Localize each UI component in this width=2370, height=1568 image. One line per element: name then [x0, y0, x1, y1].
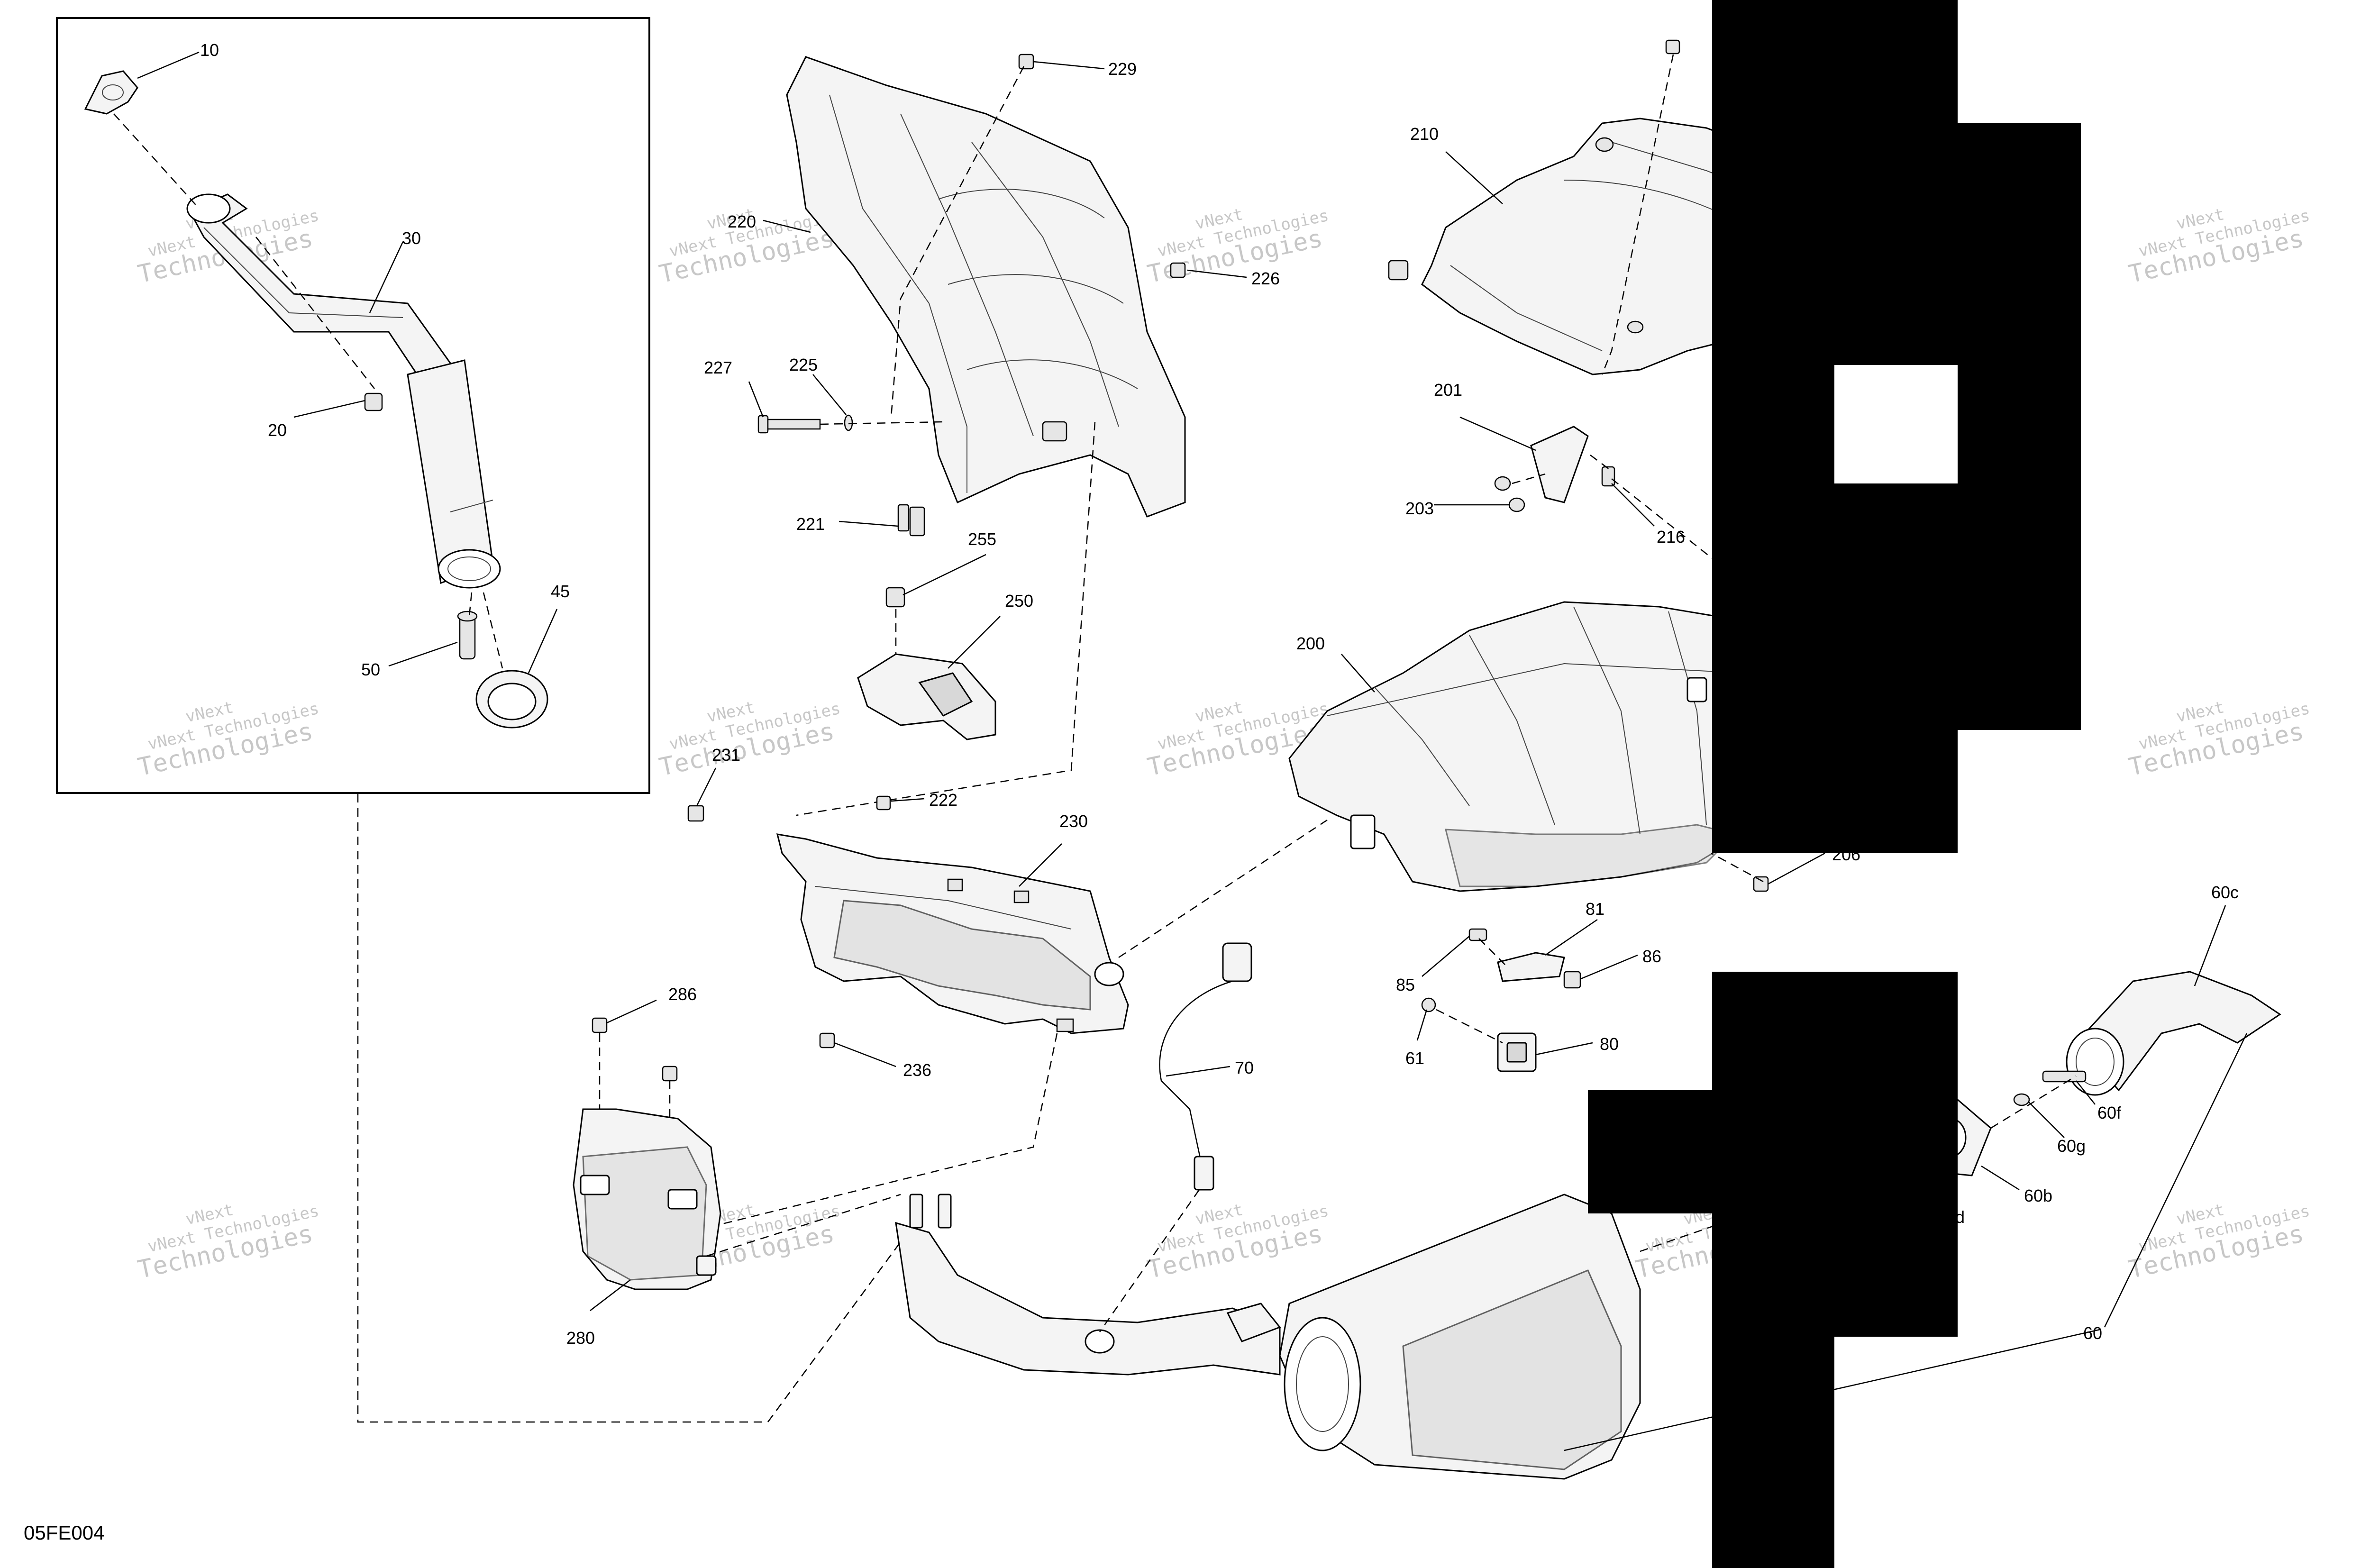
gasket-part — [84, 70, 138, 115]
watermark: vNext vNext Technologies Technologies — [2126, 205, 2312, 289]
clip-part — [1421, 997, 1436, 1012]
callout-label: 203 — [1405, 499, 1434, 518]
callout-label: 50 — [361, 660, 380, 679]
callout-label: 70 — [1235, 1058, 1254, 1077]
bracket-part — [1497, 952, 1565, 982]
bolt-part — [1170, 262, 1186, 278]
exhaust-tip-part — [2066, 971, 2281, 1096]
bolt-part — [662, 1066, 678, 1082]
nut-part — [1563, 971, 1581, 989]
long-bolt-part — [757, 415, 821, 434]
bolt-part — [592, 1017, 608, 1033]
bolt-part — [1018, 54, 1034, 70]
callout-label: 231 — [712, 745, 740, 765]
bracket-part — [1530, 426, 1589, 503]
bolt-part — [1753, 876, 1769, 892]
muffler-heat-shield-part — [1288, 601, 1764, 892]
callout-label: 250 — [1005, 591, 1033, 611]
bolt-part — [2042, 1070, 2087, 1083]
heat-shield-middle-part — [776, 833, 1129, 1034]
callout-label: 20 — [268, 420, 287, 440]
callout-label: 227 — [704, 358, 732, 377]
redaction-blocks — [1588, 0, 2081, 1568]
callout-label: 280 — [566, 1328, 595, 1348]
callout-label: 222 — [929, 790, 957, 810]
callout-label: 201 — [1434, 380, 1462, 400]
watermark: vNext vNext Technologies Technologies — [657, 698, 842, 782]
connector-part — [1497, 1032, 1537, 1072]
callout-label: 220 — [728, 212, 756, 231]
callout-label: 60 — [2083, 1323, 2102, 1343]
bolt-part — [819, 1032, 835, 1048]
redaction-block — [1712, 0, 2081, 853]
callout-label: 30 — [402, 228, 421, 248]
callout-label: 286 — [668, 985, 697, 1004]
heat-shield-upper-part — [786, 56, 1186, 537]
callout-label: 221 — [796, 514, 825, 534]
callout-label: 86 — [1642, 947, 1661, 966]
muffler-part — [895, 1194, 1641, 1480]
callout-label: 255 — [968, 529, 996, 549]
callout-label: 229 — [1108, 59, 1137, 79]
nut-part — [687, 805, 704, 822]
heat-shield-lower-part — [573, 1108, 721, 1290]
callout-labels: 10 30 20 45 50 229 220 226 227 225 221 2… — [200, 40, 2239, 1348]
watermark: vNext vNext Technologies Technologies — [1145, 205, 1331, 289]
bracket-part — [857, 653, 996, 740]
inset-frame — [56, 17, 650, 794]
callout-label: 230 — [1059, 811, 1088, 831]
callout-label: 81 — [1586, 899, 1604, 919]
sealing-ring-part — [475, 670, 548, 729]
callout-label: 80 — [1600, 1034, 1619, 1054]
leader-lines — [137, 51, 2248, 1451]
callout-label: 60b — [2024, 1186, 2052, 1205]
callout-label: 61 — [1405, 1048, 1424, 1068]
callout-label: 60f — [2097, 1103, 2122, 1122]
callout-label: 210 — [1410, 124, 1439, 144]
callout-label: 85 — [1396, 975, 1415, 994]
nut-part — [1494, 476, 1511, 491]
exhaust-pipe-part — [186, 193, 501, 589]
nut-part — [364, 392, 383, 411]
callout-label: 225 — [789, 355, 818, 374]
bolt-part — [457, 611, 478, 660]
washer-part — [844, 414, 853, 431]
callout-label: 200 — [1296, 634, 1325, 653]
callout-label: 60c — [2211, 883, 2239, 902]
callout-label: 45 — [551, 582, 570, 601]
watermark: vNext vNext Technologies Technologies — [136, 1200, 321, 1284]
oxygen-sensor-part — [1159, 942, 1252, 1191]
watermark: vNext vNext Technologies Technologies — [136, 698, 321, 782]
callout-label: 236 — [903, 1060, 931, 1080]
bolt-part — [1468, 928, 1487, 941]
screw-part — [885, 587, 905, 608]
callout-label: 226 — [1251, 269, 1280, 288]
callout-label: 216 — [1657, 527, 1685, 547]
bolt-part — [1601, 466, 1615, 487]
watermark: vNext vNext Technologies Technologies — [2126, 1200, 2312, 1284]
figure-code: 05FE004 — [24, 1522, 104, 1544]
redaction-block — [1588, 972, 1958, 1568]
watermark: vNext vNext Technologies Technologies — [1145, 1200, 1331, 1284]
clip-part — [897, 504, 910, 532]
watermark: vNext vNext Technologies Technologies — [2126, 698, 2312, 782]
bolt-part — [1665, 39, 1680, 55]
nut-part — [1508, 497, 1525, 512]
callout-label: 10 — [200, 40, 219, 60]
callout-label: 60g — [2057, 1136, 2086, 1156]
bolt-part — [876, 795, 891, 811]
washer-part — [2013, 1093, 2030, 1106]
